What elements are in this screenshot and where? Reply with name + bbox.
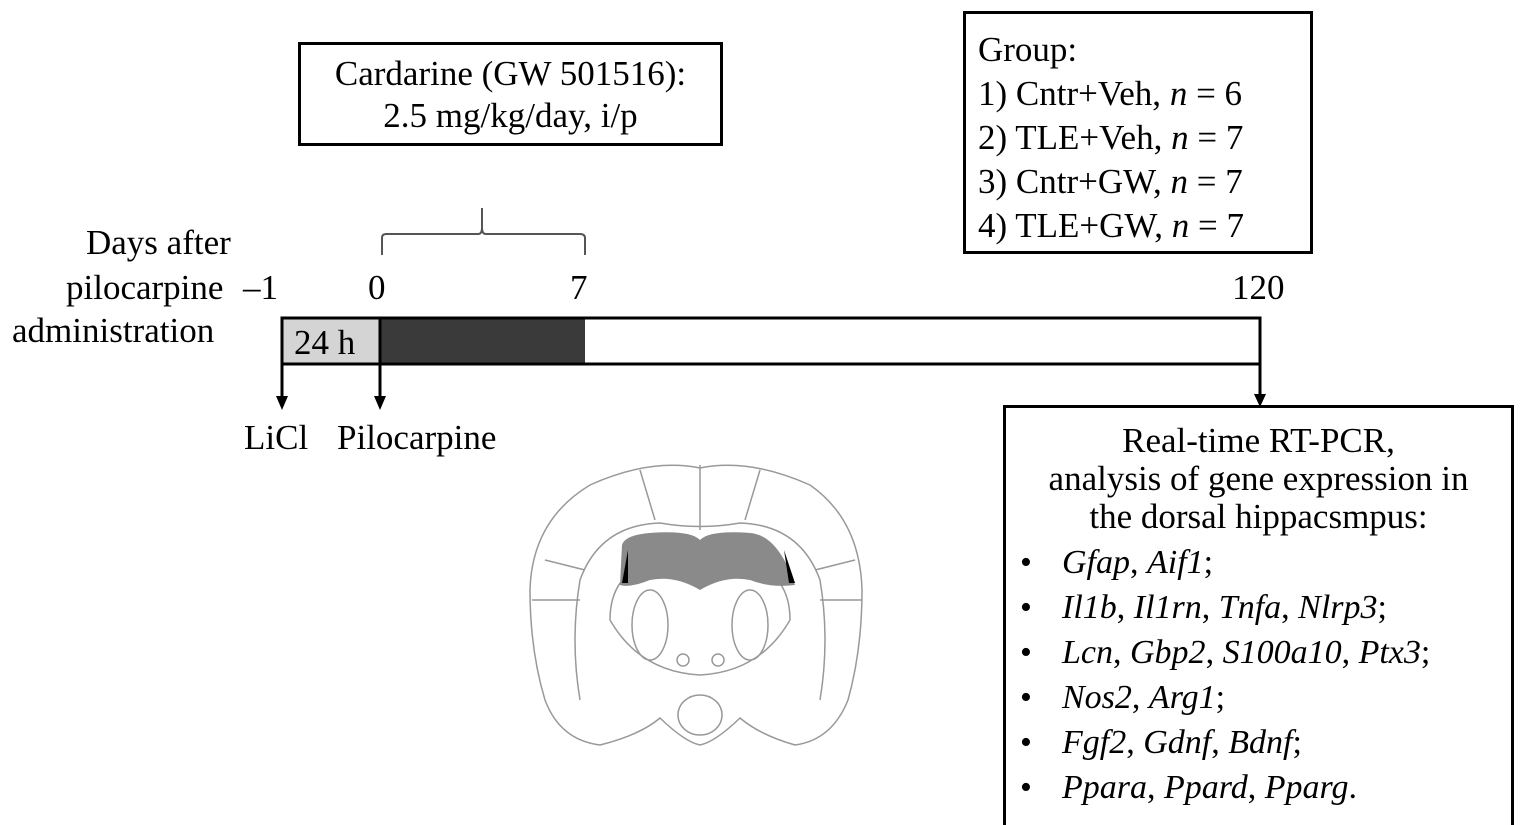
analysis-title-1: Real-time RT-PCR, bbox=[1122, 421, 1395, 460]
analysis-title-3: the dorsal hippacsmpus: bbox=[1089, 497, 1428, 536]
segment-post bbox=[585, 318, 1260, 364]
treatment-box: Cardarine (GW 501516): 2.5 mg/kg/day, i/… bbox=[298, 42, 723, 146]
group-item: 4) TLE+GW, n = 7 bbox=[978, 204, 1310, 248]
gene-name: Bdnf bbox=[1228, 724, 1293, 761]
arrow-day120 bbox=[1254, 318, 1266, 407]
gene-list-item: •Lcn, Gbp2, S100a10, Ptx3; bbox=[1006, 630, 1511, 675]
treatment-line-1: Cardarine (GW 501516): bbox=[334, 54, 687, 93]
gene-line-end: ; bbox=[1215, 679, 1226, 716]
analysis-box: Real-time RT-PCR, analysis of gene expre… bbox=[1003, 405, 1514, 825]
gene-name: Nlrp3 bbox=[1298, 589, 1378, 626]
gene-line-end: ; bbox=[1203, 544, 1214, 581]
segment-pre bbox=[282, 318, 380, 364]
bullet-icon: • bbox=[1020, 634, 1032, 671]
gene-name: Nos2 bbox=[1062, 679, 1132, 716]
group-n-value: = 7 bbox=[1187, 162, 1243, 201]
gene-name: Fgf2 bbox=[1062, 724, 1127, 761]
gene-line-end: . bbox=[1348, 769, 1358, 806]
gene-name: Tnfa bbox=[1218, 589, 1282, 626]
group-label: 4) TLE+GW, bbox=[978, 206, 1172, 245]
group-n-label: n bbox=[1169, 74, 1188, 113]
gene-name: S100a10 bbox=[1222, 634, 1342, 671]
gene-line-end: ; bbox=[1377, 589, 1387, 626]
segment-24h-label: 24 h bbox=[294, 323, 356, 362]
analysis-title-2: analysis of gene expression in bbox=[1048, 459, 1469, 498]
group-n-value: = 7 bbox=[1189, 206, 1244, 245]
axis-label-line-3: administration bbox=[12, 311, 215, 350]
gene-name: Pparg bbox=[1264, 769, 1349, 806]
arrow-pilocarpine bbox=[374, 364, 386, 410]
gene-name: Gfap bbox=[1062, 544, 1130, 581]
gene-list-item: •Ppara, Ppard, Pparg. bbox=[1006, 765, 1511, 810]
hippocampus-highlight bbox=[620, 532, 795, 590]
brain-section-illustration bbox=[529, 464, 863, 746]
bullet-icon: • bbox=[1020, 589, 1032, 626]
treatment-brace bbox=[381, 208, 586, 255]
gene-name: Il1b bbox=[1062, 589, 1117, 626]
gene-name: Aif1 bbox=[1147, 544, 1204, 581]
gene-list-item: •Nos2, Arg1; bbox=[1006, 675, 1511, 720]
bullet-icon: • bbox=[1020, 769, 1032, 806]
tick-120: 120 bbox=[1232, 268, 1285, 307]
gene-name: Ppara bbox=[1062, 769, 1147, 806]
bullet-icon: • bbox=[1020, 724, 1032, 761]
bullet-icon: • bbox=[1020, 679, 1032, 716]
group-n-label: n bbox=[1171, 118, 1189, 157]
gene-list-item: •Il1b, Il1rn, Tnfa, Nlrp3; bbox=[1006, 585, 1511, 630]
gene-name: Ppard bbox=[1164, 769, 1248, 806]
gene-list-item: •Fgf2, Gdnf, Bdnf; bbox=[1006, 720, 1511, 765]
event-licl: LiCl bbox=[244, 418, 309, 457]
group-n-label: n bbox=[1171, 206, 1190, 245]
ventricle-right bbox=[784, 550, 795, 583]
gene-name: Il1rn bbox=[1133, 589, 1202, 626]
gene-name: Ptx3 bbox=[1358, 634, 1421, 671]
tick-minus1: –1 bbox=[243, 268, 278, 307]
group-title: Group: bbox=[978, 30, 1078, 69]
segment-treatment bbox=[380, 318, 585, 364]
gene-name: Arg1 bbox=[1148, 679, 1216, 716]
group-n-label: n bbox=[1170, 162, 1188, 201]
treatment-line-2: 2.5 mg/kg/day, i/p bbox=[383, 96, 638, 135]
axis-label-line-1: Days after bbox=[86, 223, 231, 262]
bullet-icon: • bbox=[1020, 544, 1032, 581]
group-n-value: = 7 bbox=[1188, 118, 1244, 157]
event-pilocarpine: Pilocarpine bbox=[337, 418, 497, 457]
axis-label-line-2: pilocarpine bbox=[66, 268, 224, 307]
group-item: 1) Cntr+Veh, n = 6 bbox=[978, 72, 1310, 116]
tick-7: 7 bbox=[570, 268, 588, 307]
group-label: 3) Cntr+GW, bbox=[978, 162, 1171, 201]
arrow-licl bbox=[276, 364, 288, 410]
gene-name: Gbp2 bbox=[1130, 634, 1206, 671]
gene-list-item: •Gfap, Aif1; bbox=[1006, 540, 1511, 585]
gene-name: Lcn bbox=[1062, 634, 1113, 671]
gene-line-end: ; bbox=[1292, 724, 1302, 761]
gene-name: Gdnf bbox=[1143, 724, 1212, 761]
group-label: 1) Cntr+Veh, bbox=[978, 74, 1170, 113]
gene-line-end: ; bbox=[1420, 634, 1431, 671]
group-label: 2) TLE+Veh, bbox=[978, 118, 1172, 157]
group-item: 3) Cntr+GW, n = 7 bbox=[978, 160, 1310, 204]
group-item: 2) TLE+Veh, n = 7 bbox=[978, 116, 1310, 160]
tick-0: 0 bbox=[368, 268, 386, 307]
ventricle-left bbox=[622, 550, 628, 583]
group-n-value: = 6 bbox=[1187, 74, 1243, 113]
